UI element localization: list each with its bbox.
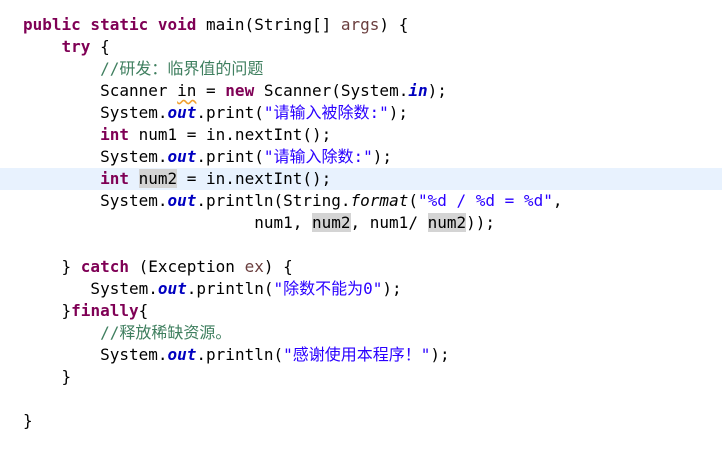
code-token: .print( xyxy=(196,147,264,166)
code-token: { xyxy=(90,37,110,56)
code-token xyxy=(23,125,100,144)
keyword-token: public static void xyxy=(23,15,197,34)
code-line[interactable]: System.out.print("请输入除数:"); xyxy=(0,146,722,168)
code-token: ); xyxy=(430,345,450,364)
code-token: .println( xyxy=(196,345,284,364)
string-literal: "请输入被除数:" xyxy=(263,103,389,122)
string-literal: "除数不能为0" xyxy=(273,279,383,298)
code-line[interactable]: //释放稀缺资源。 xyxy=(0,322,722,344)
code-token: System. xyxy=(23,191,168,210)
static-field-token: out xyxy=(167,345,197,364)
code-token: Scanner(System. xyxy=(254,81,409,100)
code-token: .println( xyxy=(186,279,274,298)
warning-token: in xyxy=(177,81,197,100)
code-token: } xyxy=(23,367,72,386)
code-line[interactable] xyxy=(0,388,722,410)
code-line[interactable]: //研发：临界值的问题 xyxy=(0,58,722,80)
code-token xyxy=(23,37,62,56)
code-line[interactable]: System.out.println(String.format("%d / %… xyxy=(0,190,722,212)
keyword-token: finally xyxy=(71,301,139,320)
keyword-token: catch xyxy=(80,257,129,276)
code-token: )); xyxy=(466,213,496,232)
code-token: { xyxy=(138,301,149,320)
code-line[interactable]: System.out.println("除数不能为0"); xyxy=(0,278,722,300)
code-token: = xyxy=(196,81,226,100)
keyword-token: try xyxy=(61,37,91,56)
code-token: } xyxy=(23,301,72,320)
code-line[interactable]: Scanner in = new Scanner(System.in); xyxy=(0,80,722,102)
code-token: } xyxy=(23,257,81,276)
code-token: ); xyxy=(372,147,393,166)
code-token: .println(String. xyxy=(196,191,351,210)
keyword-token: new xyxy=(225,81,255,100)
static-field-token: out xyxy=(167,103,197,122)
method-token: format xyxy=(350,191,409,210)
code-line[interactable]: } xyxy=(0,410,722,432)
code-token: ) { xyxy=(263,257,293,276)
string-literal: "感谢使用本程序！" xyxy=(283,345,431,364)
code-line[interactable]: try { xyxy=(0,36,722,58)
code-token: ) { xyxy=(379,15,409,34)
variable-token: ex xyxy=(244,257,264,276)
code-token: = in.nextInt(); xyxy=(177,169,332,188)
highlighted-occurrence: num2 xyxy=(138,169,178,188)
string-literal: "%d / %d = %d" xyxy=(417,191,553,210)
code-token: (Exception xyxy=(128,257,245,276)
code-line[interactable]: num1, num2, num1/ num2)); xyxy=(0,212,722,234)
static-field-token: out xyxy=(167,191,197,210)
code-token: ); xyxy=(388,103,409,122)
comment-token: //研发：临界值的问题 xyxy=(100,59,264,78)
code-line[interactable]: System.out.println("感谢使用本程序！"); xyxy=(0,344,722,366)
code-token: Scanner xyxy=(23,81,178,100)
static-field-token: out xyxy=(167,147,197,166)
comment-token: //释放稀缺资源。 xyxy=(100,323,232,342)
code-line[interactable]: } xyxy=(0,366,722,388)
code-line[interactable]: } catch (Exception ex) { xyxy=(0,256,722,278)
code-token: main(String[] xyxy=(196,15,341,34)
code-token: , num1/ xyxy=(350,213,428,232)
code-line[interactable]: System.out.print("请输入被除数:"); xyxy=(0,102,722,124)
variable-token: args xyxy=(340,15,380,34)
code-token: System. xyxy=(23,147,168,166)
code-line[interactable]: int num1 = in.nextInt(); xyxy=(0,124,722,146)
highlighted-occurrence: num2 xyxy=(311,213,351,232)
code-line[interactable]: }finally{ xyxy=(0,300,722,322)
keyword-token: int xyxy=(100,125,129,144)
string-literal: "请输入除数:" xyxy=(263,147,373,166)
code-token xyxy=(23,169,100,188)
code-token: System. xyxy=(23,345,168,364)
code-token: ( xyxy=(408,191,418,210)
code-token: num1 = in.nextInt(); xyxy=(128,125,332,144)
code-token xyxy=(23,323,100,342)
static-field-token: out xyxy=(157,279,187,298)
static-field-token: in xyxy=(408,81,428,100)
code-line[interactable]: public static void main(String[] args) { xyxy=(0,14,722,36)
code-token: System. xyxy=(23,279,158,298)
code-token: .print( xyxy=(196,103,264,122)
code-token: ); xyxy=(427,81,447,100)
code-token: } xyxy=(23,411,33,430)
keyword-token: int xyxy=(100,169,129,188)
current-code-line[interactable]: int num2 = in.nextInt(); xyxy=(0,168,722,190)
code-token: num1, xyxy=(23,213,312,232)
code-token: System. xyxy=(23,103,168,122)
code-token: , xyxy=(552,191,563,210)
code-token xyxy=(129,169,139,188)
code-token: ); xyxy=(382,279,402,298)
code-line[interactable] xyxy=(0,234,722,256)
highlighted-occurrence: num2 xyxy=(427,213,467,232)
code-token xyxy=(23,59,100,78)
